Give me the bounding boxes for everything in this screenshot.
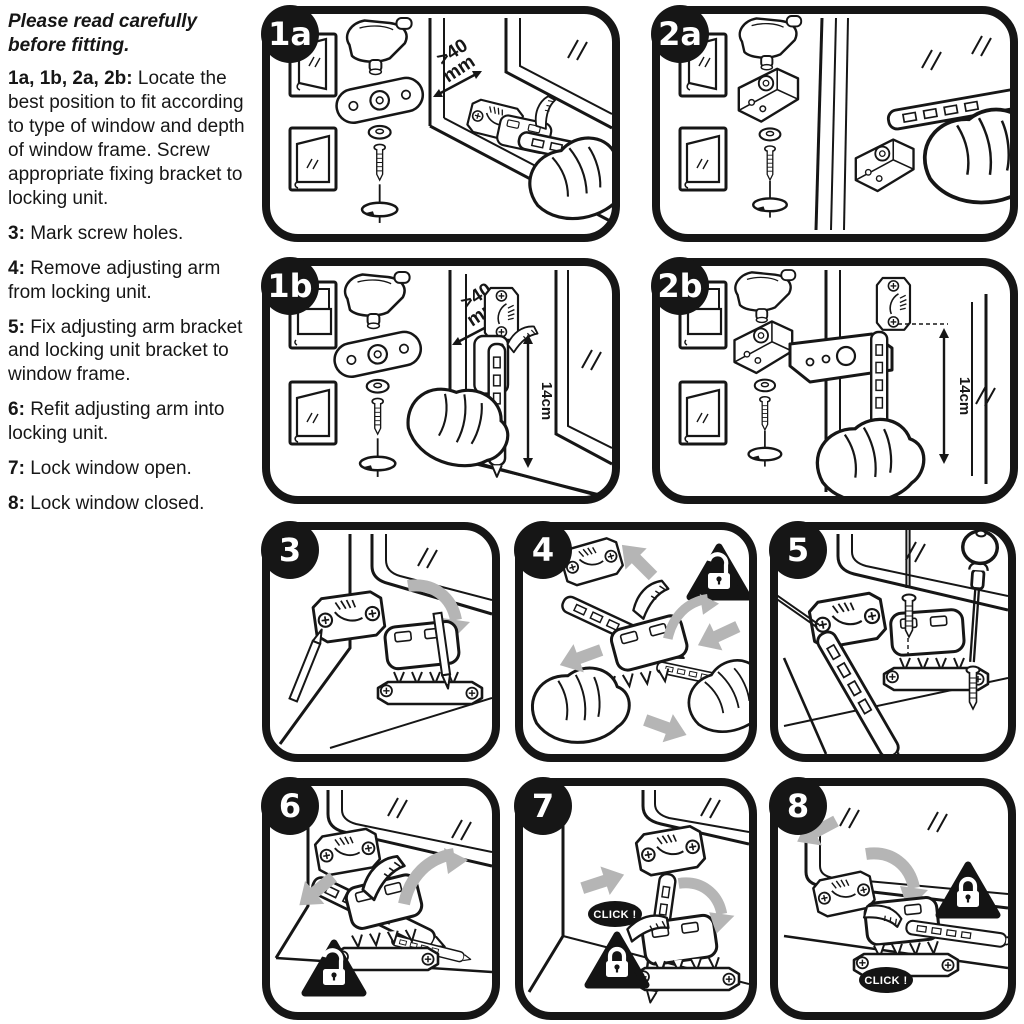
arm-length-dimension: 14cm xyxy=(898,323,973,464)
panel-6: 6 xyxy=(261,777,500,1020)
panel-2b-illustration: 14cm xyxy=(678,270,996,496)
panel-1b-label: 1b xyxy=(267,267,313,305)
step-label: 5: xyxy=(8,316,25,338)
instruction-step-6: 6: Refit adjusting arm into locking unit… xyxy=(8,398,260,446)
padlock-locked-icon xyxy=(588,935,646,985)
panel-4: 4 xyxy=(514,521,757,762)
instruction-step-3: 3: Mark screw holes. xyxy=(8,222,260,246)
panel-1b-badge: 1b xyxy=(261,257,319,315)
exploded-lock-unit xyxy=(331,272,423,477)
panel-4-label: 4 xyxy=(531,531,555,569)
panel-7-badge: 7 xyxy=(514,777,572,835)
arm-bracket xyxy=(314,827,381,876)
panel-2a-label: 2a xyxy=(658,15,702,53)
click-label: CLICK ! xyxy=(593,909,636,921)
panel-5-illustration xyxy=(778,530,1008,754)
adjusting-arm xyxy=(904,919,1008,950)
panel-2a-illustration xyxy=(678,14,1010,231)
instruction-step-1a2b: 1a, 1b, 2a, 2b: Locate the best position… xyxy=(8,67,260,211)
panel-2b-label: 2b xyxy=(657,267,703,305)
click-label: CLICK ! xyxy=(864,975,907,987)
step-text: Lock window open. xyxy=(30,458,192,480)
lock-held-on-frame xyxy=(788,278,931,496)
panel-2b-badge: 2b xyxy=(651,257,709,315)
panel-3-badge: 3 xyxy=(261,521,319,579)
step-text: Fix adjusting arm bracket and locking un… xyxy=(8,316,243,386)
exploded-lock-unit xyxy=(333,18,425,223)
min-depth-dimension: >40 mm xyxy=(433,35,482,98)
step-label: 3: xyxy=(8,222,25,244)
panel-5: 5 xyxy=(769,521,1016,762)
step-label: 7: xyxy=(8,458,25,480)
padlock-unlocked-icon xyxy=(690,547,748,597)
panel-1b: 1b >40 mm xyxy=(261,257,620,504)
step-text: Refit adjusting arm into locking unit. xyxy=(8,399,225,445)
panel-5-badge: 5 xyxy=(769,521,827,579)
panel-1a: 1a >40 mm xyxy=(261,5,620,242)
lock-held-on-frame xyxy=(854,83,1010,211)
panel-3: 3 xyxy=(261,521,500,762)
panel-2b: 2b xyxy=(651,257,1018,504)
instruction-step-5: 5: Fix adjusting arm bracket and locking… xyxy=(8,316,260,388)
panel-8: 8 CLICK xyxy=(769,777,1016,1020)
screwdriver-top xyxy=(891,530,925,590)
instruction-step-4: 4: Remove adjusting arm from locking uni… xyxy=(8,257,260,305)
click-badge: CLICK ! xyxy=(588,901,642,927)
panel-7-label: 7 xyxy=(531,787,555,825)
exploded-lock-unit xyxy=(734,270,795,467)
panel-1b-illustration: >40 mm 14cm xyxy=(288,270,612,496)
instruction-step-8: 8: Lock window closed. xyxy=(8,492,260,516)
step-label: 6: xyxy=(8,399,25,421)
instruction-step-7: 7: Lock window open. xyxy=(8,457,260,481)
window-frame-scene xyxy=(278,534,492,749)
arm-length-label: 14cm xyxy=(956,377,973,415)
instructions-column: Please read carefully before fitting. 1a… xyxy=(8,2,260,527)
panel-2a: 2a xyxy=(651,5,1018,242)
arm-length-dimension: 14cm xyxy=(523,334,555,468)
panel-4-badge: 4 xyxy=(514,521,572,579)
step-label: 4: xyxy=(8,257,25,279)
arm-length-label: 14cm xyxy=(538,382,555,420)
window-frame-scene xyxy=(814,17,992,231)
exploded-lock-unit xyxy=(739,16,801,218)
step-text: Lock window closed. xyxy=(30,493,205,515)
padlock-locked-icon xyxy=(939,865,997,915)
click-badge: CLICK ! xyxy=(859,967,913,993)
panel-7: 7 CLICK ! xyxy=(514,777,757,1020)
arm-bracket xyxy=(312,590,386,643)
step-text: Mark screw holes. xyxy=(30,222,184,244)
panel-2a-badge: 2a xyxy=(651,5,709,63)
panel-3-illustration xyxy=(278,534,492,749)
panel-8-badge: 8 xyxy=(769,777,827,835)
step-label: 1a, 1b, 2a, 2b: xyxy=(8,68,133,90)
step-text: Remove adjusting arm from locking unit. xyxy=(8,257,221,303)
panel-1a-label: 1a xyxy=(268,15,312,53)
panel-8-label: 8 xyxy=(786,787,810,825)
panel-8-illustration: CLICK ! xyxy=(783,790,1008,993)
arm-bracket xyxy=(635,825,706,877)
locking-unit xyxy=(378,618,482,704)
hand xyxy=(810,412,931,496)
hand-right xyxy=(676,646,749,747)
step-text: Locate the best position to fit accordin… xyxy=(8,68,245,209)
panel-7-illustration: CLICK ! xyxy=(527,790,749,1005)
intro-note: Please read carefully before fitting. xyxy=(8,11,198,56)
panel-3-label: 3 xyxy=(278,531,302,569)
step-label: 8: xyxy=(8,493,25,515)
panel-6-label: 6 xyxy=(278,787,302,825)
window-frame-scene xyxy=(782,534,1008,754)
hand-left xyxy=(527,662,635,749)
panel-1a-badge: 1a xyxy=(261,5,319,63)
panel-5-label: 5 xyxy=(786,531,810,569)
panel-6-badge: 6 xyxy=(261,777,319,835)
panel-1a-illustration: >40 mm xyxy=(288,18,612,232)
